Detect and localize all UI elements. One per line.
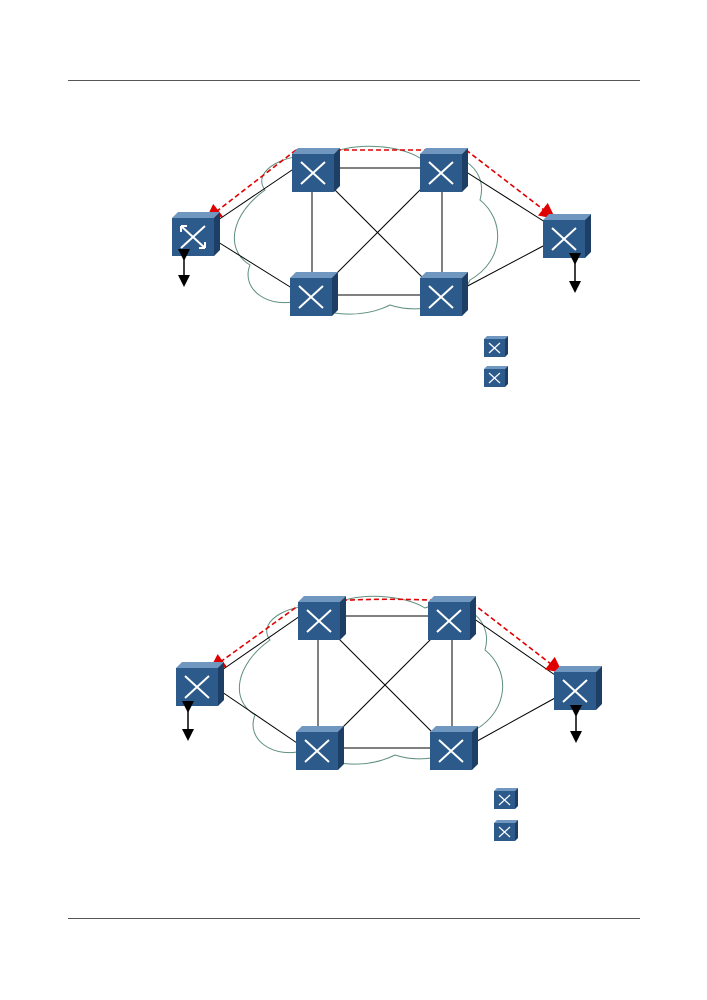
- core-switch-top-left: [298, 596, 346, 640]
- diagram-canvas: [176, 595, 602, 841]
- switch-icon-small: [494, 820, 518, 841]
- network-cloud: [234, 145, 499, 315]
- core-switch-bottom-left: [296, 726, 344, 770]
- core-switch-top-right: [428, 596, 476, 640]
- red-dashed-path: [205, 149, 556, 220]
- link-lines: [217, 167, 546, 296]
- network-cloud: [239, 595, 504, 765]
- edge-switch-left: [176, 662, 224, 706]
- edge-switch-left: [172, 212, 220, 256]
- edge-switch-right: [543, 214, 591, 258]
- network-diagram-1: [0, 130, 707, 430]
- core-switch-bottom-right: [430, 726, 478, 770]
- red-dashed-path: [209, 598, 563, 673]
- core-switch-top-left: [292, 148, 340, 192]
- footer-rule: [68, 918, 640, 919]
- switch-icon-small: [484, 366, 508, 387]
- network-diagram-2: [0, 580, 707, 880]
- link-lines: [221, 615, 556, 749]
- diagram-canvas: [172, 145, 591, 387]
- edge-switch-right: [554, 666, 602, 710]
- core-switch-bottom-right: [420, 272, 468, 316]
- switch-icon: [484, 336, 508, 357]
- header-rule: [68, 80, 640, 81]
- switch-icon: [494, 788, 518, 809]
- core-switch-top-right: [420, 148, 468, 192]
- core-switch-bottom-left: [290, 272, 338, 316]
